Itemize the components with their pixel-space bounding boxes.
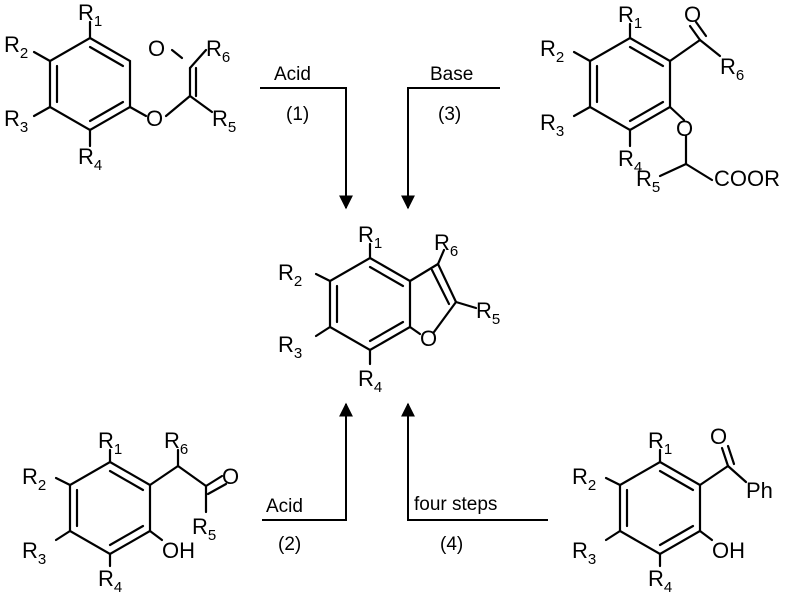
step-label: (3)	[438, 104, 461, 125]
label-hydroxyl: OH	[712, 538, 745, 563]
compound-acyl-aryloxy-ester: R1 R2 R3 R4 O R6 O R5 COOR	[540, 2, 780, 196]
label-r3: R3	[4, 106, 28, 136]
reagent-label: Base	[430, 64, 473, 85]
label-r6: R6	[164, 428, 188, 458]
label-r4: R4	[358, 366, 382, 396]
label-hydroxyl: OH	[162, 538, 195, 563]
reagent-label: four steps	[414, 494, 497, 515]
label-oxygen: O	[676, 116, 693, 141]
label-r5: R5	[476, 298, 500, 328]
label-r4: R4	[618, 146, 642, 176]
label-ester-group: COOR	[714, 166, 780, 191]
label-carbonyl-oxygen: O	[148, 36, 165, 61]
label-r1: R1	[78, 0, 102, 30]
label-r4: R4	[648, 566, 672, 596]
label-r3: R3	[278, 332, 302, 362]
step-label: (1)	[286, 104, 309, 125]
label-r2: R2	[278, 260, 302, 290]
arrow-route-3: Base (3)	[401, 64, 500, 210]
label-r6: R6	[434, 230, 458, 260]
step-label: (4)	[440, 534, 463, 555]
label-phenyl: Ph	[746, 478, 773, 503]
label-r3: R3	[540, 110, 564, 140]
arrow-route-2: Acid (2)	[262, 402, 353, 555]
label-r3: R3	[572, 538, 596, 568]
label-r1: R1	[648, 428, 672, 458]
label-r3: R3	[22, 538, 46, 568]
compound-hydroxyaryl-ketone: R1 R2 R3 R4 R6 O R5 OH	[22, 428, 239, 596]
compound-benzofuran-product: R1 R2 R3 R4 O R6 R5	[278, 222, 500, 396]
label-r5: R5	[212, 106, 236, 136]
label-r6: R6	[720, 54, 744, 84]
label-r2: R2	[540, 36, 564, 66]
arrow-route-1: Acid (1)	[260, 64, 353, 210]
step-label: (2)	[278, 534, 301, 555]
reagent-label: Acid	[266, 496, 303, 517]
label-r2: R2	[4, 32, 28, 62]
label-r5: R5	[636, 166, 660, 196]
label-r1: R1	[358, 222, 382, 252]
label-furan-oxygen: O	[420, 326, 437, 351]
label-r1: R1	[618, 2, 642, 32]
label-r5: R5	[192, 514, 216, 544]
label-r6: R6	[206, 36, 230, 66]
label-carbonyl-oxygen: O	[710, 424, 727, 449]
label-carbonyl-oxygen: O	[222, 464, 239, 489]
label-r4: R4	[98, 566, 122, 596]
arrow-route-4: four steps (4)	[401, 402, 548, 555]
label-oxygen: O	[146, 106, 163, 131]
label-r1: R1	[98, 428, 122, 458]
label-r2: R2	[22, 464, 46, 494]
reagent-label: Acid	[274, 64, 311, 85]
label-carbonyl-oxygen: O	[684, 2, 701, 27]
compound-aryloxy-ketone: R1 R2 R3 R4 O O R6 R5	[4, 0, 236, 174]
label-r2: R2	[572, 464, 596, 494]
compound-hydroxybenzophenone: R1 R2 R3 R4 O Ph OH	[572, 424, 773, 596]
label-r4: R4	[78, 144, 102, 174]
